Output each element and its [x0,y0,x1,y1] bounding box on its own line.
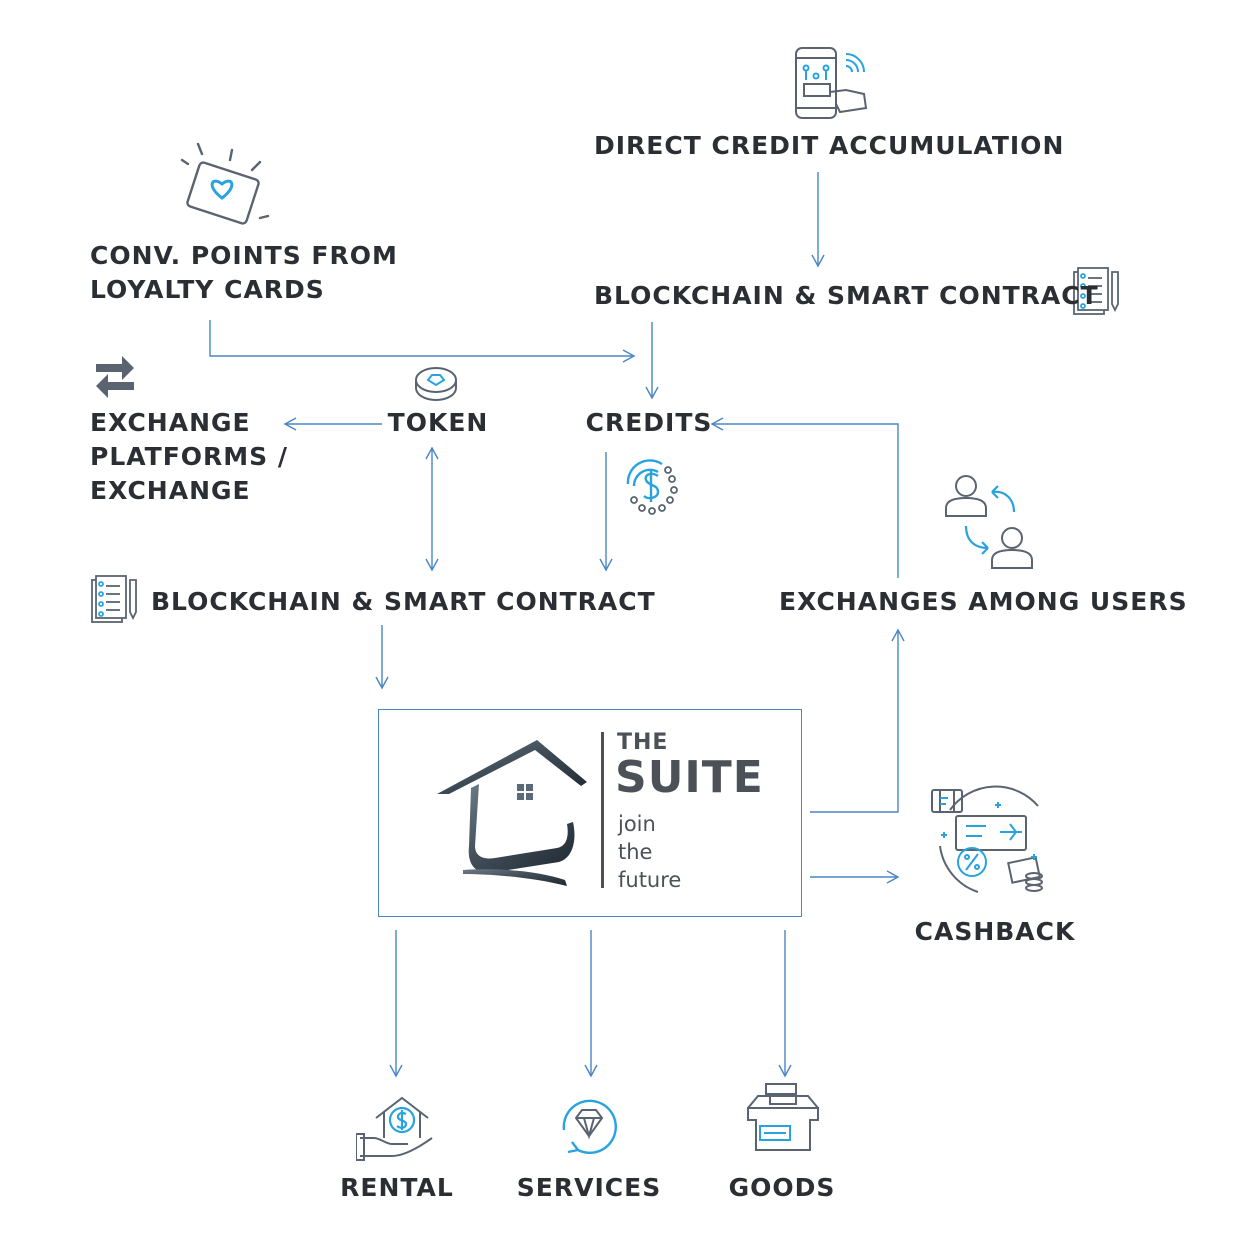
logo-tagline-line: the [618,840,653,864]
exchange-label-line1: EXCHANGE [90,408,251,437]
cashback-label: CASHBACK [914,917,1076,946]
blockchain-top-label: BLOCKCHAIN & SMART CONTRACT [594,281,1099,310]
suite-logo-box: THE SUITE join the future [378,709,802,917]
logo-name: SUITE [615,752,764,803]
rental-label: RENTAL [340,1173,454,1202]
exchange-label-line3: EXCHANGE [90,476,251,505]
house-logo-icon [437,740,587,886]
direct-credit-label: DIRECT CREDIT ACCUMULATION [594,131,1065,160]
phone-payment-icon [795,47,868,119]
users-exchange-icon [945,475,1033,569]
loyalty-label-line1: CONV. POINTS FROM [90,241,398,270]
contract-document-icon [91,575,137,623]
credits-dollar-icon [626,459,678,515]
blockchain-mid-label: BLOCKCHAIN & SMART CONTRACT [151,587,656,616]
token-label: TOKEN [387,408,489,437]
credits-label: CREDITS [585,408,713,437]
arrow-users-to-credits [710,417,899,578]
logo-tagline-line: join [618,812,656,836]
exchanges-users-label: EXCHANGES AMONG USERS [779,587,1188,616]
rental-house-icon [356,1096,433,1161]
cashback-travel-icon [931,785,1043,893]
exchange-label-line2: PLATFORMS / [90,442,289,471]
logo-the: THE [617,730,669,755]
logo-divider [601,732,604,888]
exchange-arrows-icon [96,356,134,398]
contract-document-icon [1073,267,1119,315]
goods-label: GOODS [728,1173,836,1202]
goods-box-icon [747,1083,819,1151]
services-label: SERVICES [516,1173,662,1202]
services-diamond-icon [562,1099,617,1155]
loyalty-label-line2: LOYALTY CARDS [90,275,325,304]
logo-tagline: join the future [618,810,681,894]
arrow-loyalty-to-credits [209,320,636,363]
token-coin-icon [415,367,457,401]
arrow-suite-to-users [810,628,905,813]
loyalty-card-icon [180,142,270,225]
logo-tagline-line: future [618,868,682,892]
